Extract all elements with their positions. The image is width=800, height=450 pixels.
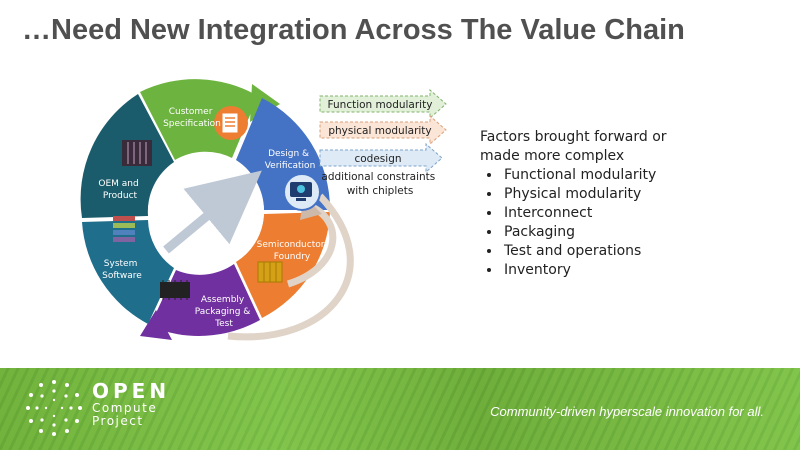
- stage-label-system: System Software: [102, 259, 142, 281]
- factor-item: Functional modularity: [502, 166, 790, 185]
- factor-item: Inventory: [502, 261, 790, 280]
- ocp-brand: OPEN Compute Project: [92, 380, 170, 428]
- brand-compute: Compute: [92, 401, 158, 415]
- center-diagonal-arrow: [163, 170, 262, 254]
- ring-segment-system: [82, 220, 174, 324]
- value-chain-diagram: Customer Specification Design & Verifica…: [80, 79, 447, 341]
- slide-title: …Need New Integration Across The Value C…: [22, 14, 685, 46]
- feedback-arrow-outer: [227, 193, 354, 341]
- factor-item: Physical modularity: [502, 185, 790, 204]
- factors-panel: Factors brought forward or made more com…: [480, 128, 790, 280]
- footer-tagline: Community-driven hyperscale innovation f…: [490, 404, 764, 419]
- factor-item: Interconnect: [502, 204, 790, 223]
- factor-item: Test and operations: [502, 242, 790, 261]
- footer-band: [0, 368, 800, 450]
- ocp-logo-icon: [26, 380, 82, 436]
- arrow-physical-modularity: physical modularity: [319, 114, 447, 146]
- software-stack-icon: [113, 216, 135, 221]
- factors-heading: Factors brought forward or made more com…: [480, 129, 667, 164]
- arrow-label-function: Function modularity: [328, 99, 433, 111]
- stage-label-oem: OEM and Product: [98, 179, 141, 201]
- brand-project: Project: [92, 414, 144, 428]
- arrow-label-codesign: codesign: [354, 153, 401, 165]
- factor-item: Packaging: [502, 223, 790, 242]
- arrow-label-physical: physical modularity: [328, 125, 431, 137]
- arrow-function-modularity: Function modularity: [319, 88, 447, 120]
- ring-segment-assembly: [150, 264, 260, 336]
- ring-arrowhead-assembly: [140, 310, 172, 340]
- factors-list: Functional modularity Physical modularit…: [480, 166, 790, 280]
- server-rack-icon: [122, 140, 152, 166]
- brand-open: OPEN: [92, 379, 171, 403]
- stage-label-assembly: Assembly Packaging & Test: [195, 295, 253, 329]
- stage-label-foundry: Semiconductor Foundry: [257, 240, 328, 262]
- stage-label-design: Design & Verification: [265, 149, 316, 171]
- stage-label-customer: Customer Specification: [163, 107, 221, 129]
- constraints-note: additional constraints with chiplets: [321, 171, 438, 197]
- arrow-codesign: codesign: [319, 142, 443, 174]
